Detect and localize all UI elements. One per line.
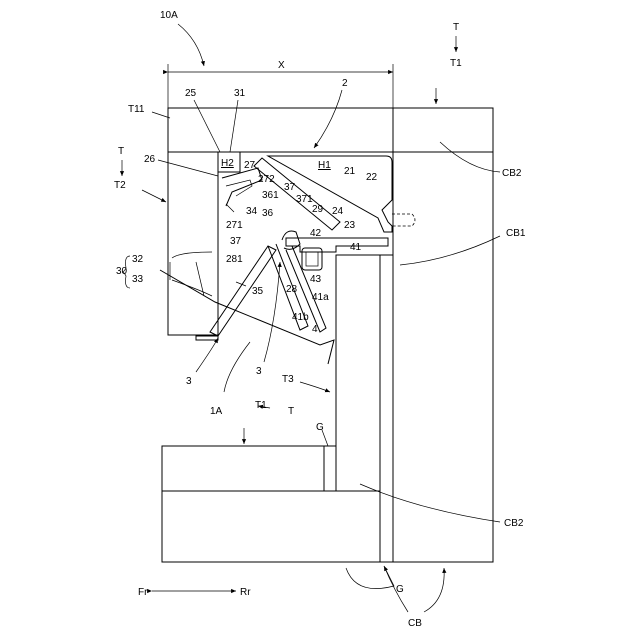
label-g-bottom: G <box>396 584 404 595</box>
label-3b: 3 <box>256 366 262 377</box>
label-t2: T2 <box>114 180 126 191</box>
label-fr: Fr <box>138 587 148 598</box>
label-fig-ref: 10A <box>160 10 178 21</box>
label-42: 42 <box>310 228 322 239</box>
label-h1: H1 <box>318 160 331 171</box>
label-272: 272 <box>258 174 275 185</box>
label-t-mid: T <box>288 406 294 417</box>
hook-37 <box>282 231 300 249</box>
label-41b: 41b <box>292 312 309 323</box>
label-32: 32 <box>132 254 144 265</box>
label-24: 24 <box>332 206 344 217</box>
label-271: 271 <box>226 220 243 231</box>
label-35: 35 <box>252 286 264 297</box>
bracket-left <box>196 336 218 340</box>
label-33: 33 <box>132 274 144 285</box>
label-361: 361 <box>262 190 279 201</box>
label-3a: 3 <box>186 376 192 387</box>
label-h2: H2 <box>221 158 234 169</box>
label-36: 36 <box>262 208 274 219</box>
label-37b: 37 <box>230 236 242 247</box>
label-t3: T3 <box>282 374 294 385</box>
label-g-top: G <box>316 422 324 433</box>
label-21: 21 <box>344 166 356 177</box>
label-t1-top: T1 <box>450 58 462 69</box>
label-43: 43 <box>310 274 322 285</box>
label-1a: 1A <box>210 406 223 417</box>
label-rr: Rr <box>240 587 251 598</box>
label-371: 371 <box>296 194 313 205</box>
label-281: 281 <box>226 254 243 265</box>
label-x: X <box>278 60 285 71</box>
left-wall <box>168 152 218 335</box>
seal-43 <box>306 252 318 266</box>
lower-floor-upper <box>162 446 324 491</box>
label-t-left: T <box>118 146 124 157</box>
top-slab <box>168 108 393 152</box>
label-cb1: CB1 <box>506 228 526 239</box>
label-22: 22 <box>366 172 378 183</box>
top-right-slab <box>393 108 493 152</box>
label-2: 2 <box>342 78 348 89</box>
leader-lines <box>122 24 500 612</box>
label-34: 34 <box>246 206 258 217</box>
rail-41 <box>286 238 388 252</box>
label-cb2-bottom: CB2 <box>504 518 524 529</box>
label-t11: T11 <box>128 104 145 115</box>
right-column <box>393 152 493 562</box>
label-26: 26 <box>144 154 156 165</box>
label-23: 23 <box>344 220 356 231</box>
label-29: 29 <box>312 204 324 215</box>
label-31: 31 <box>234 88 246 99</box>
seal-42 <box>302 248 322 270</box>
label-t1-mid: T1 <box>255 400 267 411</box>
label-cb2-top: CB2 <box>502 168 522 179</box>
label-4: 4 <box>312 324 318 335</box>
label-25: 25 <box>185 88 197 99</box>
lower-floor-base <box>162 491 380 562</box>
center-pillar <box>336 255 380 491</box>
dashed-clip <box>392 214 415 226</box>
label-27: 27 <box>244 160 256 171</box>
label-41: 41 <box>350 242 362 253</box>
bracket-36 <box>226 180 252 196</box>
gasket-strip-lower <box>324 446 336 491</box>
label-cb: CB <box>408 618 422 629</box>
gasket-strip-vertical <box>380 255 393 562</box>
bracket-272 <box>222 168 262 206</box>
label-t-top: T <box>453 22 459 33</box>
label-28: 28 <box>286 284 298 295</box>
label-41a: 41a <box>312 292 329 303</box>
label-37a: 37 <box>284 182 296 193</box>
